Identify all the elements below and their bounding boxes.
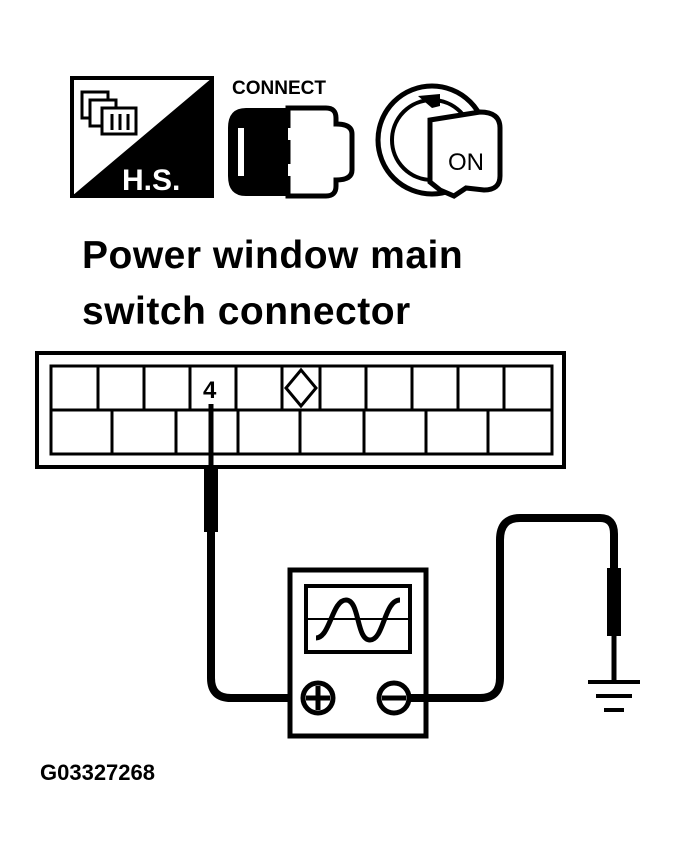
positive-probe bbox=[204, 404, 302, 702]
title-line-2: switch connector bbox=[82, 290, 411, 333]
connect-icon: CONNECT bbox=[228, 78, 355, 199]
negative-terminal-icon bbox=[376, 680, 412, 716]
connector-top-row-cells bbox=[96, 366, 506, 410]
ground-icon bbox=[588, 680, 640, 712]
positive-terminal-icon bbox=[300, 680, 336, 716]
ignition-on-icon: ON bbox=[375, 83, 503, 199]
connector-key-marker bbox=[284, 367, 318, 409]
harness-sheet-icon: H.S. bbox=[70, 76, 214, 198]
title-line-1: Power window main bbox=[82, 234, 463, 277]
harness-label: H.S. bbox=[122, 164, 180, 197]
ignition-on-label: ON bbox=[448, 149, 484, 176]
connector-pin-label: 4 bbox=[203, 377, 217, 404]
negative-probe bbox=[410, 514, 621, 702]
connector-bottom-row-cells bbox=[110, 410, 490, 454]
waveform-icon bbox=[315, 597, 401, 643]
connector-body: 4 bbox=[35, 351, 566, 469]
figure-code: G03327268 bbox=[40, 760, 155, 785]
oscilloscope bbox=[287, 567, 429, 739]
connect-label: CONNECT bbox=[232, 78, 326, 99]
relay-harness-icon bbox=[80, 90, 138, 136]
